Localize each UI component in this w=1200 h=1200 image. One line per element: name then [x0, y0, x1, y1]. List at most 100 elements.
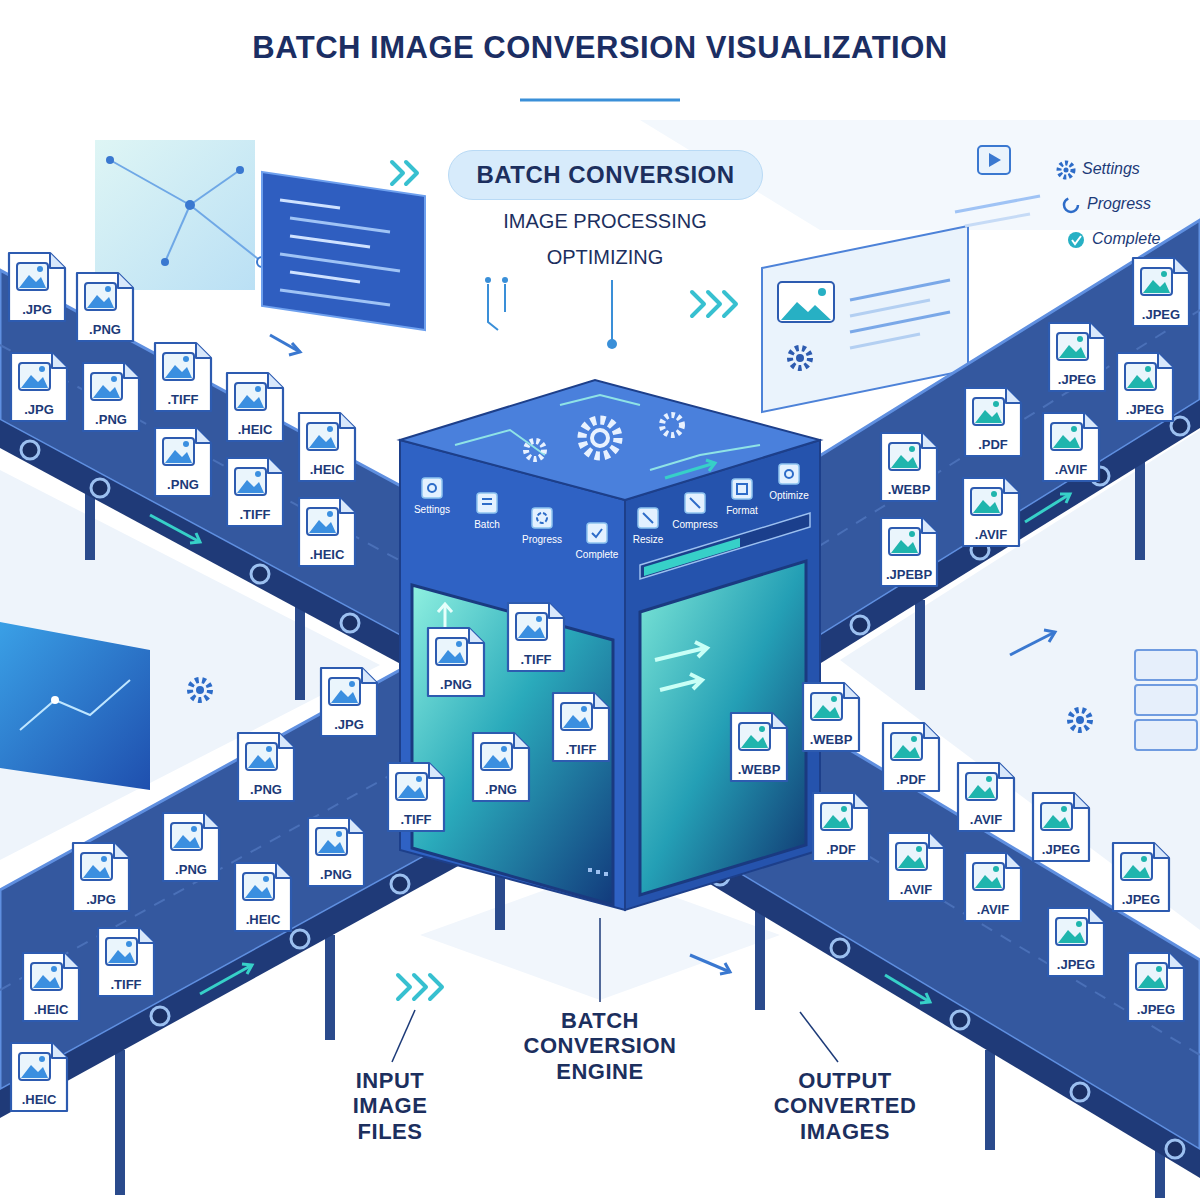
file-extension: .AVIF	[975, 527, 1007, 542]
panel-label: Settings	[404, 504, 460, 516]
input-file: .HEIC	[8, 1040, 70, 1114]
input-file: .TIFF	[95, 925, 157, 999]
file-extension: .PDF	[978, 437, 1008, 452]
side-panel	[0, 622, 210, 790]
file-extension: .JPEG	[1042, 842, 1080, 857]
label-holder: Complete	[570, 549, 624, 561]
file-extension: .JPG	[334, 717, 364, 732]
label-holder: Resize	[620, 534, 676, 546]
subtitle: OPTIMIZING	[445, 246, 765, 269]
file-extension: .JPG	[22, 302, 52, 317]
file-extension: .PNG	[440, 677, 472, 692]
input-file: .PNG	[305, 815, 367, 889]
output-file: .AVIF	[960, 475, 1022, 549]
output-file: .JPEG	[1030, 790, 1092, 864]
file-extension: .WEBP	[888, 482, 931, 497]
file-extension: .PNG	[89, 322, 121, 337]
file-extension: .TIFF	[400, 812, 431, 827]
label-holder: Optimize	[761, 490, 817, 502]
status-label: Settings	[1082, 160, 1182, 178]
label-holder: Settings	[404, 504, 460, 516]
panel-label: Resize	[620, 534, 676, 546]
file-extension: .PNG	[95, 412, 127, 427]
output-file: .WEBP	[800, 680, 862, 754]
output-file: .JPEG	[1125, 950, 1187, 1024]
input-file: .HEIC	[296, 410, 358, 484]
output-file: .JPEG	[1045, 905, 1107, 979]
input-file: .JPG	[318, 665, 380, 739]
file-extension: .AVIF	[977, 902, 1009, 917]
file-extension: .TIFF	[110, 977, 141, 992]
input-file: .PNG	[152, 425, 214, 499]
input-file: .PNG	[235, 730, 297, 804]
label-holder: IMAGE PROCESSING	[445, 210, 765, 233]
input-file: .JPG	[70, 840, 132, 914]
stage-pill: BATCH CONVERSION	[448, 150, 763, 200]
input-file: .TIFF	[385, 760, 447, 834]
output-file: .PDF	[880, 720, 942, 794]
status-label: Complete	[1092, 230, 1192, 248]
output-file: .AVIF	[962, 850, 1024, 924]
file-extension: .JPEG	[1137, 1002, 1175, 1017]
input-file: .PNG	[470, 730, 532, 804]
file-extension: .JPEG	[1057, 957, 1095, 972]
panel-label: Compress	[667, 519, 723, 531]
conveyor-top-left	[0, 270, 410, 669]
input-file: .TIFF	[152, 340, 214, 414]
server-stack	[1070, 650, 1197, 750]
label-holder: Batch	[459, 519, 515, 531]
process-connectors	[485, 277, 617, 349]
pale-grounds	[0, 120, 1200, 1000]
output-file: .WEBP	[878, 430, 940, 504]
file-extension: .TIFF	[565, 742, 596, 757]
output-file: .AVIF	[955, 760, 1017, 834]
section-label: OUTPUT CONVERTED IMAGES	[755, 1068, 935, 1144]
output-file: .PDF	[962, 385, 1024, 459]
input-file: .TIFF	[550, 690, 612, 764]
file-extension: .AVIF	[900, 882, 932, 897]
engine-panel-glyphs	[428, 470, 793, 537]
panel-label: Optimize	[761, 490, 817, 502]
panel-label: Progress	[514, 534, 570, 546]
file-extension: .HEIC	[310, 462, 345, 477]
output-file: .JPEG	[1130, 255, 1192, 329]
file-extension: .TIFF	[167, 392, 198, 407]
file-extension: .JPEG	[1142, 307, 1180, 322]
status-label: Progress	[1087, 195, 1187, 213]
input-file: .JPG	[8, 350, 70, 424]
label-holder: Settings	[1082, 160, 1182, 178]
panel-label: Complete	[570, 549, 624, 561]
output-file: .PDF	[810, 790, 872, 864]
file-extension: .JPEG	[1126, 402, 1164, 417]
input-file: .JPG	[6, 250, 68, 324]
output-file: .JPEG	[1114, 350, 1176, 424]
input-file: .HEIC	[296, 495, 358, 569]
file-extension: .WEBP	[810, 732, 853, 747]
title-text: BATCH IMAGE CONVERSION VISUALIZATION	[252, 30, 947, 66]
input-file: .PNG	[160, 810, 222, 884]
file-extension: .HEIC	[310, 547, 345, 562]
file-extension: .JPEG	[1058, 372, 1096, 387]
engine-panel-tiles	[422, 464, 799, 543]
code-panel	[262, 172, 425, 330]
file-extension: .PNG	[167, 477, 199, 492]
output-file: .JPEG	[1110, 840, 1172, 914]
label-holder: INPUT IMAGE FILES	[325, 1068, 455, 1144]
conveyor-bottom-right	[680, 648, 1200, 1178]
panel-label: Batch	[459, 519, 515, 531]
label-holder: Format	[714, 505, 770, 517]
file-extension: .PDF	[896, 772, 926, 787]
section-label: BATCH CONVERSION ENGINE	[505, 1008, 695, 1084]
input-file: .PNG	[425, 625, 487, 699]
conveyor-bottom-left	[0, 549, 620, 1118]
stage-title: BATCH CONVERSION	[476, 161, 734, 189]
file-extension: .PNG	[250, 782, 282, 797]
label-holder: OUTPUT CONVERTED IMAGES	[755, 1068, 935, 1144]
file-extension: .AVIF	[1055, 462, 1087, 477]
file-extension: .JPEG	[1122, 892, 1160, 907]
panel-label: Format	[714, 505, 770, 517]
title-underline	[520, 100, 680, 101]
title-holder: BATCH IMAGE CONVERSION VISUALIZATION	[0, 30, 1200, 66]
input-file: .TIFF	[224, 455, 286, 529]
